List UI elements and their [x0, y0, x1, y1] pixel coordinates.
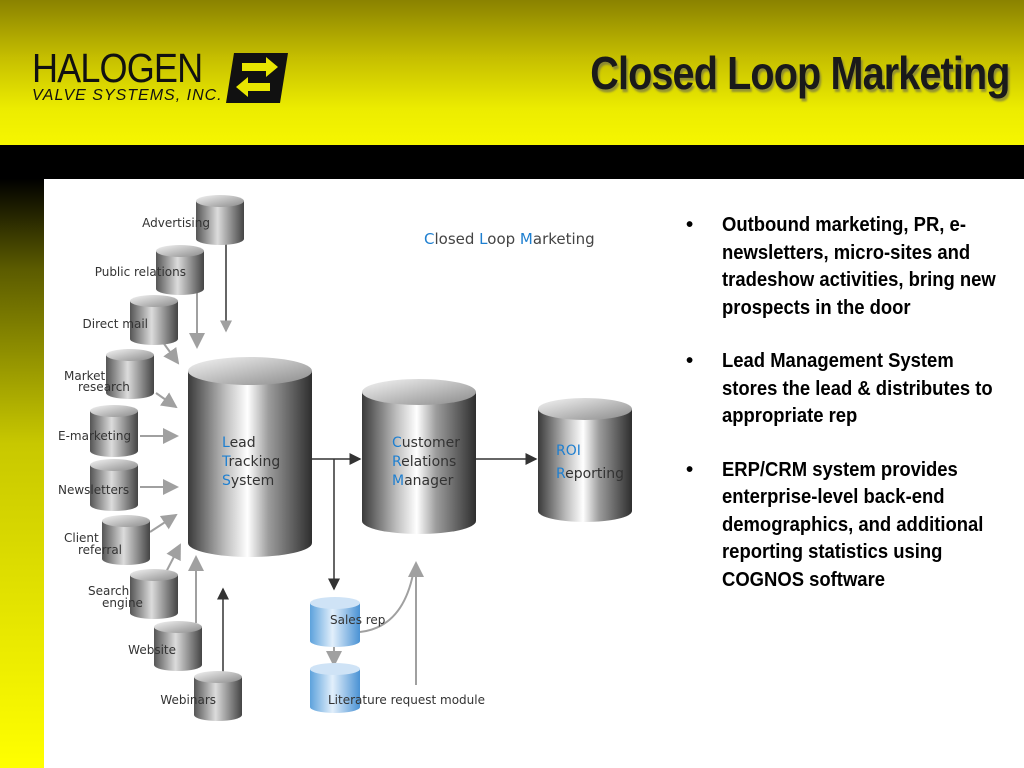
- crm-line-1: Customer: [392, 435, 460, 451]
- cylinder-webinars: Webinars: [160, 671, 242, 721]
- label-market-research-2: research: [78, 380, 130, 394]
- label-search-engine-2: engine: [102, 596, 143, 610]
- label-client-referral-1: Client: [64, 531, 99, 545]
- lts-line-1: Lead: [222, 435, 256, 451]
- cylinder-crm: Customer Relations Manager: [362, 379, 476, 534]
- cylinder-website: Website: [128, 621, 202, 671]
- label-sales-rep: Sales rep: [330, 613, 385, 627]
- logo-subtitle: VALVE SYSTEMS, INC.: [32, 87, 223, 104]
- roi-line-1: ROI: [556, 443, 581, 459]
- bullet-text: Lead Management System stores the lead &…: [722, 349, 993, 427]
- bullet-list: • Outbound marketing, PR, e-newsletters, …: [684, 211, 1004, 619]
- label-public-relations: Public relations: [95, 265, 186, 279]
- cylinder-client-referral: Client referral: [64, 515, 150, 565]
- cylinder-direct-mail: Direct mail: [83, 295, 178, 345]
- label-literature-request: Literature request module: [328, 693, 485, 707]
- cylinder-sales-rep: Sales rep: [310, 597, 385, 647]
- cylinder-advertising: Advertising: [142, 195, 244, 245]
- arrow-client-referral: [149, 513, 178, 533]
- arrow-market-research: [155, 392, 178, 409]
- cylinder-roi-reporting: ROI Reporting: [538, 398, 632, 522]
- label-direct-mail: Direct mail: [83, 317, 148, 331]
- roi-line-2: Reporting: [556, 466, 624, 482]
- bullet-text: Outbound marketing, PR, e-newsletters, m…: [722, 213, 996, 319]
- bullet-dot: •: [686, 213, 694, 236]
- label-newsletters: Newsletters: [58, 483, 129, 497]
- arrow-direct-mail: [161, 340, 180, 365]
- crm-line-3: Manager: [392, 473, 454, 489]
- bullet-item: • ERP/CRM system provides enterprise-leve…: [684, 456, 1004, 594]
- cylinder-market-research: Market research: [64, 349, 154, 399]
- source-cylinders: Advertising Public relations Direct mail…: [58, 195, 244, 721]
- bullet-item: • Lead Management System stores the lead …: [684, 347, 1004, 430]
- left-gradient-strip: [0, 179, 44, 768]
- label-client-referral-2: referral: [78, 543, 122, 557]
- header-divider-bar: [0, 145, 1024, 179]
- halogen-valve-logo-icon: [226, 53, 288, 103]
- cylinder-newsletters: Newsletters: [58, 459, 138, 511]
- cylinder-search-engine: Search engine: [88, 569, 178, 619]
- cylinder-literature-request: Literature request module: [310, 663, 485, 713]
- slide-content: Advertising Public relations Direct mail…: [44, 179, 1024, 768]
- bullet-text: ERP/CRM system provides enterprise-level…: [722, 457, 984, 591]
- cylinder-e-marketing: E-marketing: [58, 405, 138, 457]
- bullet-dot: •: [686, 349, 694, 372]
- bullet-item: • Outbound marketing, PR, e-newsletters, …: [684, 211, 1004, 321]
- diagram-caption: Closed Loop Marketing: [424, 230, 595, 248]
- closed-loop-diagram: Advertising Public relations Direct mail…: [58, 195, 632, 721]
- label-webinars: Webinars: [160, 693, 216, 707]
- arrow-sales-rep-curve: [359, 568, 415, 633]
- label-advertising: Advertising: [142, 216, 210, 230]
- label-website: Website: [128, 643, 176, 657]
- label-market-research-1: Market: [64, 369, 106, 383]
- page-title: Closed Loop Marketing: [590, 47, 1011, 99]
- crm-line-2: Relations: [392, 454, 456, 470]
- label-search-engine-1: Search: [88, 584, 129, 598]
- header-band: [0, 0, 1024, 145]
- lts-line-3: System: [222, 473, 274, 489]
- logo-name: HALOGEN: [32, 45, 203, 91]
- cylinder-public-relations: Public relations: [95, 245, 204, 295]
- label-e-marketing: E-marketing: [58, 429, 131, 443]
- cylinder-lead-tracking-system: Lead Tracking System: [188, 357, 312, 557]
- bullet-dot: •: [686, 457, 694, 481]
- lts-line-2: Tracking: [221, 454, 280, 470]
